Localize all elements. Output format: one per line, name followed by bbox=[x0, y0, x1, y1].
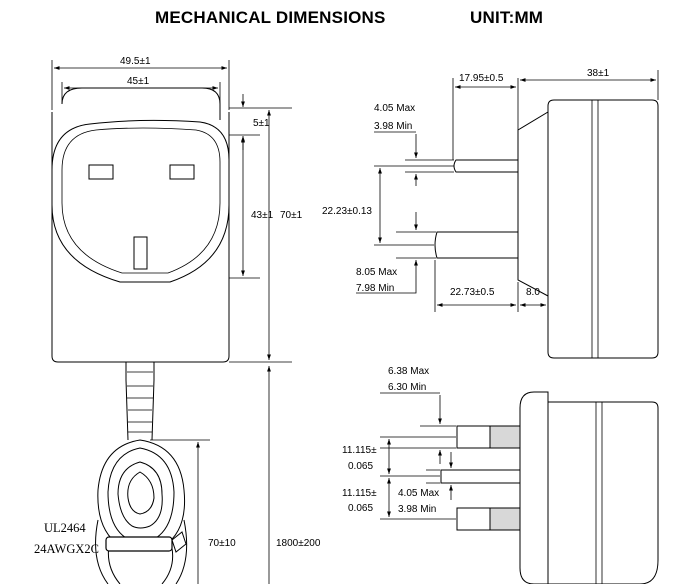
spacing-a-line1: 11.115± bbox=[342, 445, 377, 456]
dim-cable-bundle: 70±10 bbox=[150, 439, 236, 584]
cable-spec-line2: 24AWGX2C bbox=[34, 542, 99, 556]
plug-face-inner-outline bbox=[61, 127, 221, 274]
dim-middle-pin-thickness: 4.05 Max 3.98 Min bbox=[398, 452, 453, 515]
front-view: 49.5±1 45±1 5±1 43±1 70±1 bbox=[34, 56, 321, 584]
depth-front-label: 17.95±0.5 bbox=[459, 73, 504, 84]
depth-total-label: 38±1 bbox=[587, 68, 610, 79]
plug-face-outline bbox=[61, 87, 221, 120]
earth-pin-slot bbox=[133, 236, 148, 270]
bottom-pin-upper-sleeve bbox=[489, 425, 521, 449]
dim-face-height: 43±1 bbox=[229, 137, 274, 279]
top-offset-label: 5±1 bbox=[253, 118, 270, 129]
coiled-cable bbox=[95, 439, 188, 584]
plug-face-outline bbox=[51, 119, 230, 283]
dim-pin-spacing: 22.23±0.13 bbox=[322, 165, 454, 246]
dim-pin-width: 6.38 Max 6.30 Min bbox=[380, 366, 456, 464]
spacing-b-line2: 0.065 bbox=[348, 503, 373, 514]
pin-min-1-label: 3.98 Min bbox=[374, 121, 412, 132]
bottom-view: 6.38 Max 6.30 Min 11.115± 0.065 11.115± … bbox=[342, 366, 659, 584]
unit-label: UNIT:MM bbox=[470, 8, 544, 27]
spacing-a-line2: 0.065 bbox=[348, 461, 373, 472]
bottom-body-outline bbox=[547, 401, 659, 584]
pin-max-4-label: 4.05 Max bbox=[398, 488, 439, 499]
live-pin-slot bbox=[88, 164, 114, 180]
bottom-plug-plate bbox=[519, 391, 549, 584]
dim-top-pin-thickness: 4.05 Max 3.98 Min bbox=[374, 103, 454, 186]
cable-spec-line1: UL2464 bbox=[44, 521, 86, 535]
dim-face-width: 45±1 bbox=[61, 76, 221, 104]
face-width-label: 45±1 bbox=[127, 76, 150, 87]
pin-max-1-label: 4.05 Max bbox=[374, 103, 415, 114]
pin-length-label: 22.73±0.5 bbox=[450, 287, 495, 298]
dim-depth-total: 38±1 bbox=[520, 68, 659, 100]
dim-top-offset: 5±1 bbox=[229, 94, 292, 150]
dim-pin-spacing-upper: 11.115± 0.065 bbox=[342, 436, 456, 477]
dim-earth-pin-thickness: 8.05 Max 7.98 Min bbox=[356, 212, 436, 294]
dim-overall-width: 49.5±1 bbox=[51, 56, 230, 110]
pin-min-3-label: 6.30 Min bbox=[388, 382, 426, 393]
adapter-body-outline bbox=[51, 112, 230, 363]
cable-bundle-label: 70±10 bbox=[208, 538, 236, 549]
face-height-label: 43±1 bbox=[251, 210, 274, 221]
dim-pin-spacing-lower: 11.115± 0.065 bbox=[342, 478, 456, 520]
bottom-pin-lower-sleeve bbox=[489, 507, 521, 531]
cable-tie bbox=[105, 536, 173, 552]
dim-overall-height: 70±1 bbox=[229, 110, 303, 363]
dim-cable-length: 1800±200 bbox=[267, 366, 321, 584]
side-earth-pin bbox=[434, 231, 519, 259]
pin-stub-label: 8.0 bbox=[526, 287, 540, 298]
pin-min-4-label: 3.98 Min bbox=[398, 504, 436, 515]
side-view: 17.95±0.5 38±1 4.05 Max 3.98 Min 22.23±0… bbox=[322, 68, 659, 359]
side-body-outline bbox=[547, 99, 659, 359]
spacing-b-line1: 11.115± bbox=[342, 488, 377, 499]
dim-pin-length: 22.73±0.5 8.0 bbox=[434, 260, 549, 312]
side-plug-plate bbox=[517, 111, 549, 297]
dim-depth-front: 17.95±0.5 bbox=[452, 73, 519, 160]
page-title: MECHANICAL DIMENSIONS bbox=[155, 8, 386, 27]
pin-max-3-label: 6.38 Max bbox=[388, 366, 429, 377]
side-top-pin bbox=[453, 159, 519, 173]
overall-width-label: 49.5±1 bbox=[120, 56, 151, 67]
pin-spacing-label: 22.23±0.13 bbox=[322, 206, 372, 217]
pin-min-2-label: 7.98 Min bbox=[356, 283, 394, 294]
overall-height-label: 70±1 bbox=[280, 210, 303, 221]
pin-max-2-label: 8.05 Max bbox=[356, 267, 397, 278]
bottom-pin-middle bbox=[440, 469, 521, 484]
strain-relief bbox=[125, 362, 155, 441]
neutral-pin-slot bbox=[169, 164, 195, 180]
cable-length-label: 1800±200 bbox=[276, 538, 321, 549]
